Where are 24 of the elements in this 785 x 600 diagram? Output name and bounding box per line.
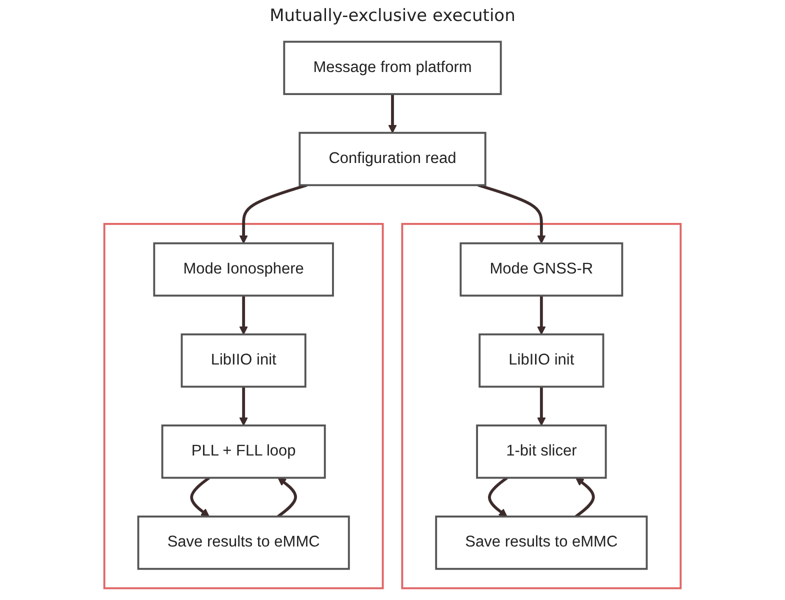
arrow — [478, 184, 546, 244]
arrow — [574, 477, 595, 518]
arrow — [277, 477, 297, 518]
node-box: Save results to eMMC — [435, 516, 648, 570]
arrow — [239, 184, 308, 244]
node-box: LibIIO init — [180, 333, 306, 388]
node-box: Mode GNSS-R — [460, 242, 624, 297]
node-box: 1-bit slicer — [476, 424, 607, 479]
arrow — [239, 296, 248, 335]
node-box: PLL + FLL loop — [161, 424, 326, 479]
arrow — [537, 386, 546, 426]
note-text: Mutually-exclusive execution — [270, 6, 516, 26]
node-box: LibIIO init — [478, 333, 604, 388]
arrow — [190, 476, 210, 517]
arrow — [239, 386, 248, 426]
arrow — [488, 476, 508, 517]
node-box: Configuration read — [298, 132, 486, 186]
node-box: Save results to eMMC — [137, 516, 350, 570]
node-box: Mode Ionosphere — [153, 242, 334, 297]
cluster — [103, 222, 384, 590]
cluster — [401, 222, 682, 590]
arrow — [537, 296, 546, 335]
node-box: Message from platform — [283, 40, 502, 96]
arrow — [388, 94, 397, 134]
